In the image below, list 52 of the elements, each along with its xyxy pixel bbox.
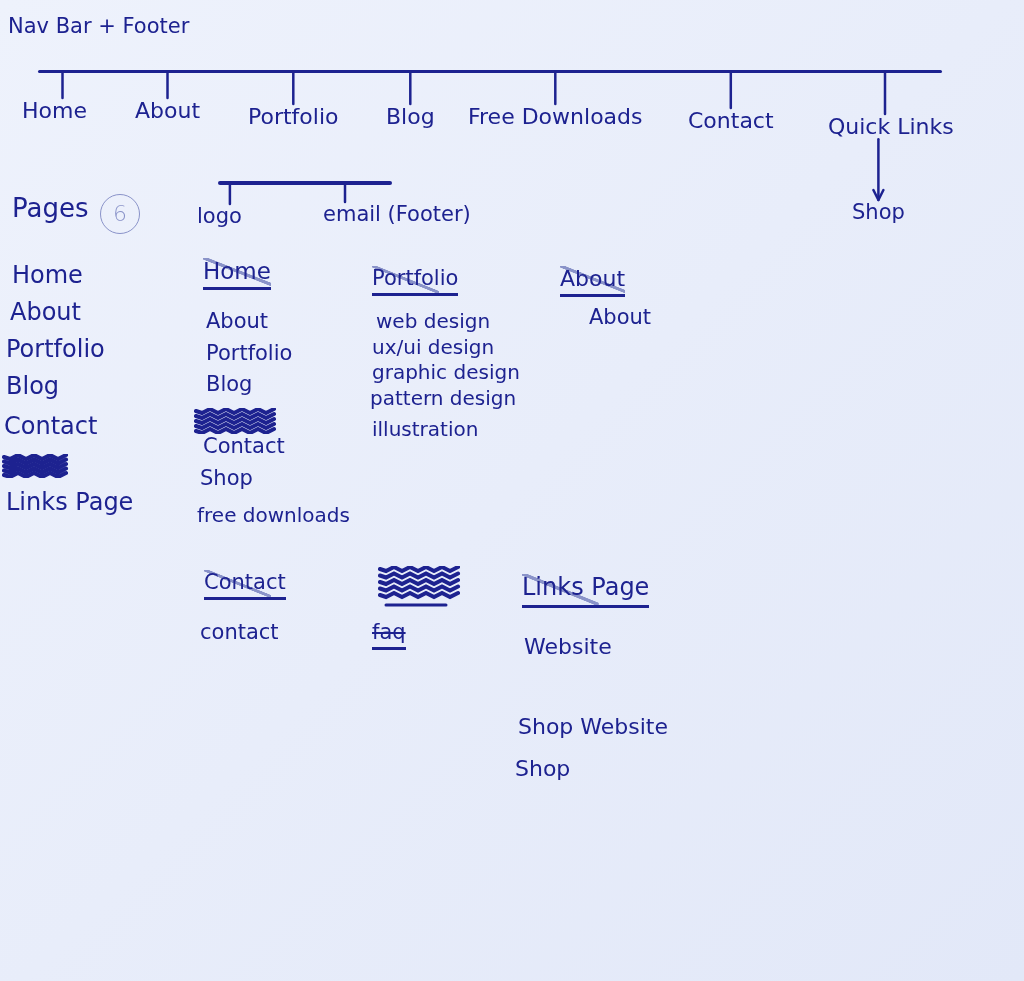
list-item: free downloads bbox=[197, 504, 350, 527]
page-heading: Portfolio bbox=[372, 266, 459, 297]
quick-link-item: Shop bbox=[852, 200, 905, 225]
list-item: Blog bbox=[206, 372, 253, 397]
tick-line bbox=[292, 71, 295, 106]
list-item: pattern design bbox=[370, 387, 517, 410]
tick-line bbox=[729, 71, 733, 110]
tick-line bbox=[228, 183, 232, 206]
list-item: Website bbox=[524, 634, 612, 660]
nav-item: Blog bbox=[386, 104, 435, 130]
page-list-item: Blog bbox=[6, 373, 60, 401]
nav-bar-line bbox=[38, 70, 942, 73]
arrow bbox=[872, 138, 885, 202]
nav-item: About bbox=[135, 98, 201, 124]
tick-line bbox=[409, 71, 412, 106]
tick-line bbox=[166, 71, 169, 100]
page-heading: Home bbox=[203, 258, 271, 291]
section-heading: Pages bbox=[12, 194, 89, 224]
list-item: illustration bbox=[372, 418, 479, 441]
list-item: About bbox=[589, 305, 652, 330]
list-item: web design bbox=[376, 310, 491, 333]
footer-bar-line bbox=[218, 181, 392, 185]
page-list-item: Contact bbox=[4, 413, 98, 441]
list-item: Shop Website bbox=[518, 714, 669, 740]
page-list-item: About bbox=[10, 299, 81, 327]
list-item: contact bbox=[200, 620, 279, 645]
list-item: Contact bbox=[203, 434, 285, 459]
page-heading: Contact bbox=[204, 570, 286, 601]
page-heading: About bbox=[560, 266, 626, 298]
page-list-item: Portfolio bbox=[6, 336, 105, 364]
list-item: faq bbox=[372, 620, 406, 651]
tick-line bbox=[883, 71, 887, 116]
tick-line bbox=[61, 71, 64, 100]
page-list-item: Links Page bbox=[6, 489, 134, 517]
list-item: Portfolio bbox=[206, 341, 293, 366]
footer-item: email (Footer) bbox=[323, 202, 471, 227]
nav-item: Quick Links bbox=[828, 114, 954, 140]
page-list-item: Home bbox=[12, 262, 83, 290]
nav-item: Home bbox=[22, 98, 87, 124]
page-heading: Links Page bbox=[522, 574, 650, 608]
list-item: Shop bbox=[515, 756, 571, 782]
tick-line bbox=[554, 71, 557, 106]
footer-item: logo bbox=[197, 204, 242, 229]
nav-item: Free Downloads bbox=[468, 104, 643, 130]
title: Nav Bar + Footer bbox=[8, 14, 190, 39]
nav-item: Portfolio bbox=[248, 104, 339, 130]
list-item: graphic design bbox=[372, 361, 520, 384]
list-item: Shop bbox=[200, 466, 253, 491]
list-item: About bbox=[206, 309, 269, 334]
tick-line bbox=[343, 183, 347, 204]
list-item: ux/ui design bbox=[372, 336, 495, 359]
nav-item: Contact bbox=[688, 108, 774, 134]
